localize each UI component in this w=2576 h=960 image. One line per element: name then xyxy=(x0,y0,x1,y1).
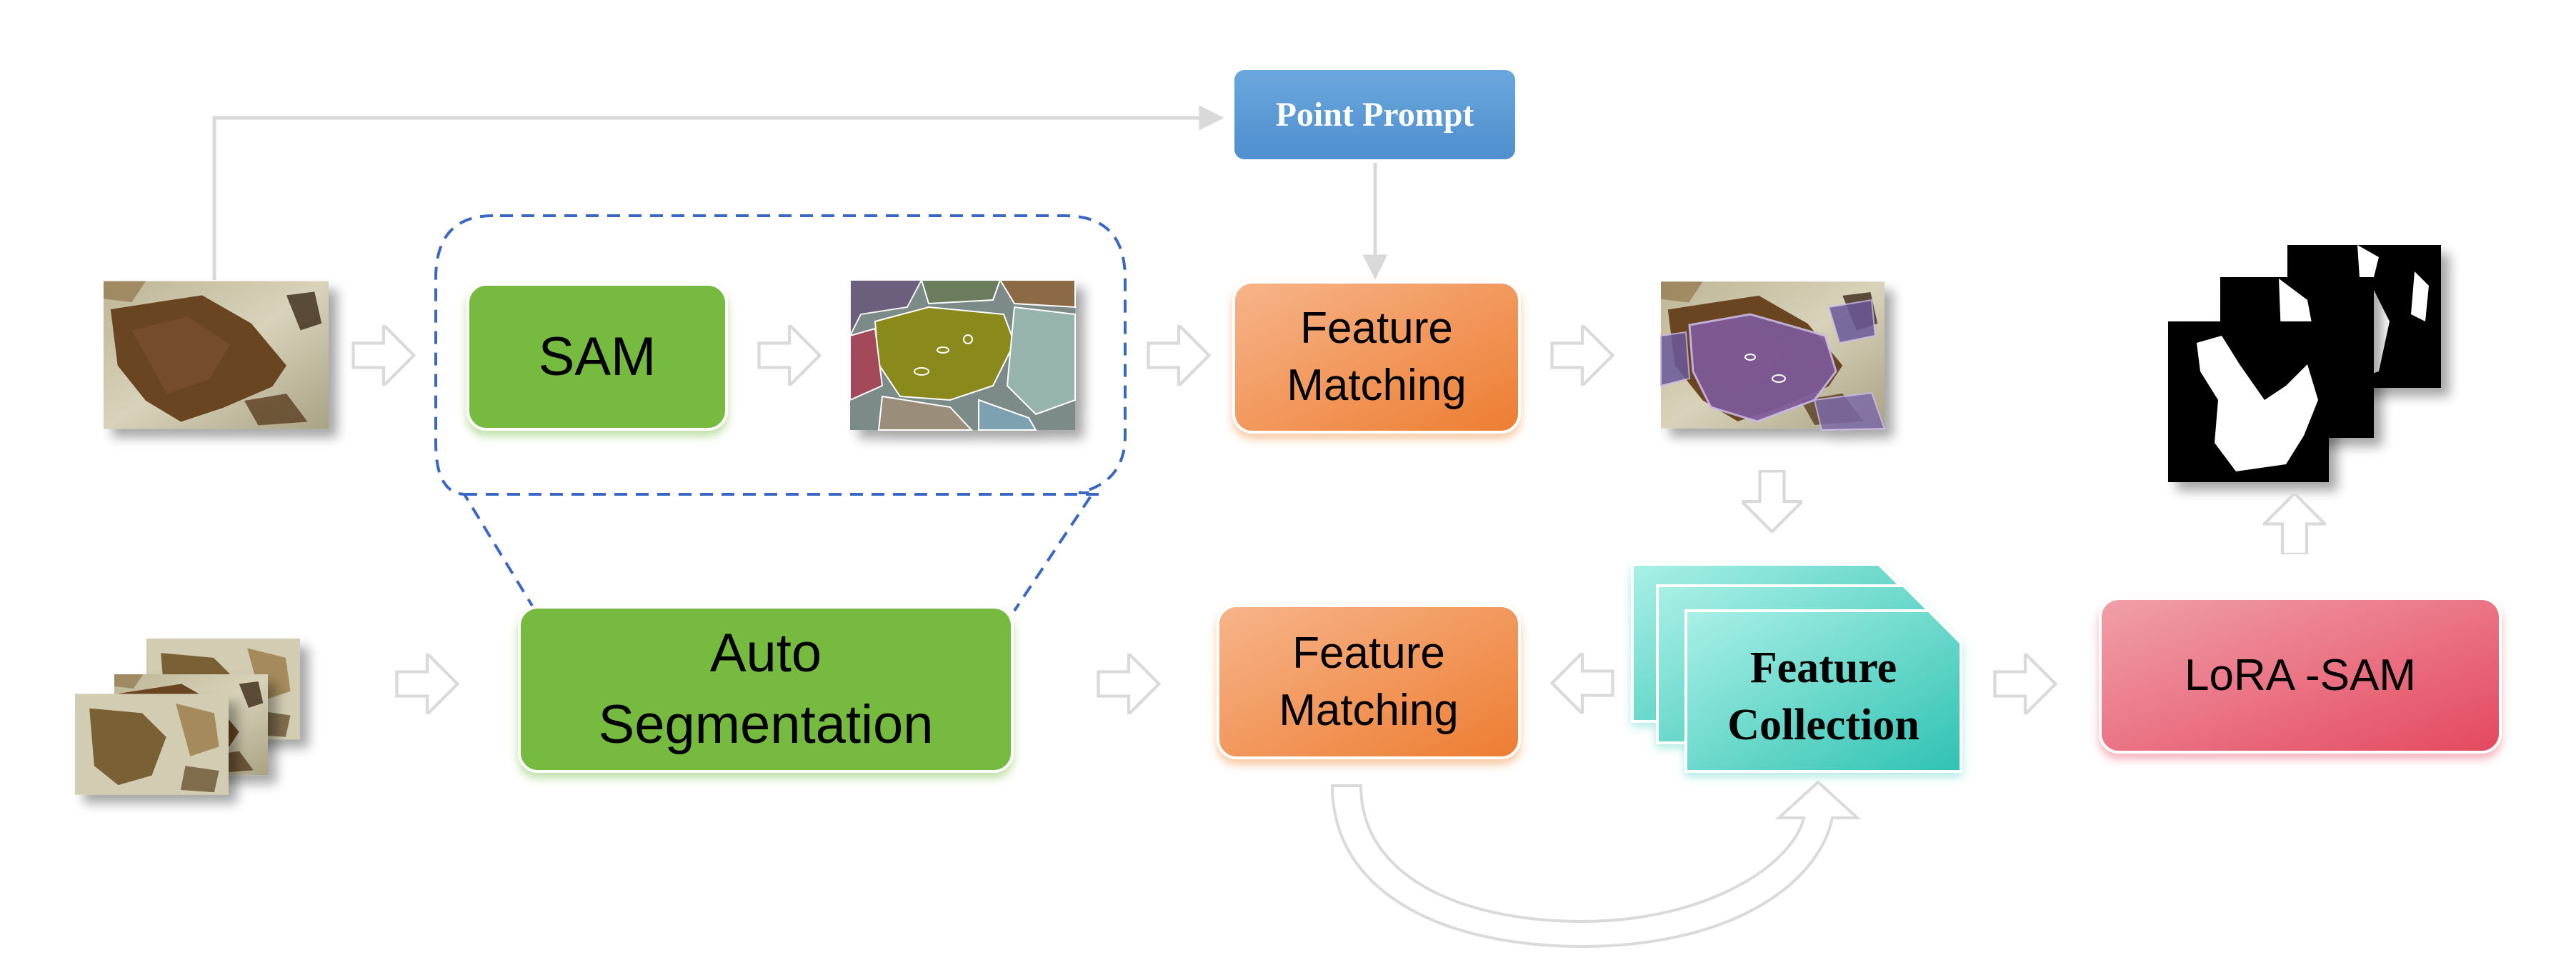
feature-matching-top-line2: Matching xyxy=(1287,361,1467,410)
dashed-sam-group xyxy=(434,214,1127,612)
lora-sam-label: LoRA -SAM xyxy=(2185,651,2416,700)
feature-matching-top-box xyxy=(1232,281,1521,434)
sam-label: SAM xyxy=(538,326,657,387)
feature-collection-line1: Feature xyxy=(1749,644,1897,692)
feature-matching-bottom-box xyxy=(1217,604,1521,759)
point-prompt-label: Point Prompt xyxy=(1275,96,1474,134)
lora-sam-box xyxy=(2099,597,2502,754)
sam-box xyxy=(466,283,728,431)
mask-stack xyxy=(2168,245,2441,482)
feature-matching-bottom-line2: Matching xyxy=(1279,685,1459,735)
prompt-connector xyxy=(212,105,1224,280)
matched-output-image xyxy=(1660,281,1886,431)
auto-segmentation-label: Auto Segmentation xyxy=(519,607,1012,771)
auto-segmentation-line1: Auto xyxy=(709,623,822,684)
auto-segmentation-line2: Segmentation xyxy=(598,694,934,755)
feature-collection-label: Feature Collection xyxy=(1686,629,1961,764)
feature-matching-bottom-label: Feature Matching xyxy=(1218,606,1519,758)
feature-matching-top-label: Feature Matching xyxy=(1234,282,1519,432)
feature-collection-line2: Collection xyxy=(1727,701,1919,749)
feature-matching-top-line1: Feature xyxy=(1300,304,1453,353)
loop-arrow xyxy=(1330,780,1862,949)
feature-matching-bottom-line1: Feature xyxy=(1292,628,1445,678)
point-prompt-box xyxy=(1234,70,1515,159)
auto-segmentation-box xyxy=(518,606,1014,773)
feature-collection-stack xyxy=(1631,563,1962,773)
sam-segmented-image xyxy=(849,279,1076,431)
